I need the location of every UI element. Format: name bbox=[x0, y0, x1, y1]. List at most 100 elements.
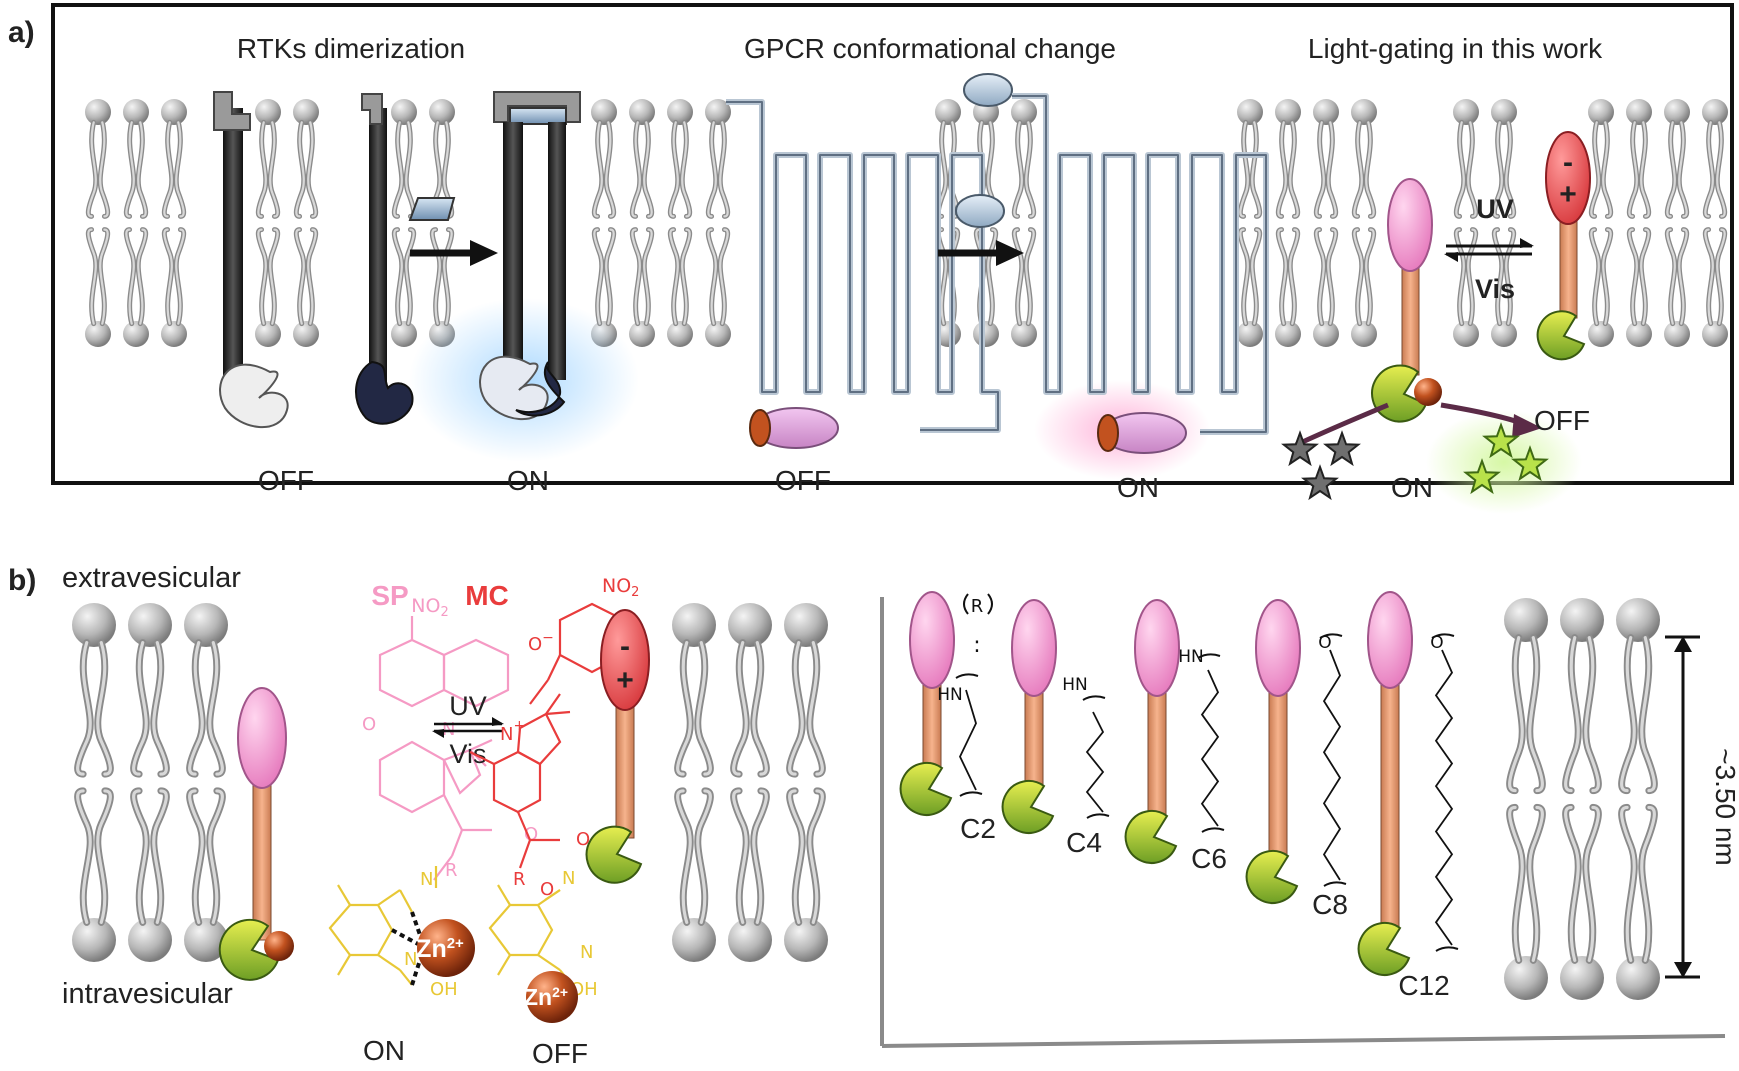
lipid-head bbox=[391, 99, 417, 125]
probe-catalyst bbox=[1245, 849, 1299, 904]
linker-chain bbox=[1085, 711, 1105, 813]
lipid-head bbox=[1504, 956, 1548, 1000]
lipid-head bbox=[973, 321, 999, 347]
mc-minus-a: - bbox=[1563, 146, 1573, 179]
mc-ligand-free bbox=[488, 884, 573, 986]
lipid-tail-highlight bbox=[1564, 636, 1580, 793]
lipid-head bbox=[1237, 99, 1263, 125]
lipid-head bbox=[784, 918, 828, 962]
lipid-head bbox=[1702, 321, 1728, 347]
linker-panel-axes bbox=[880, 597, 1726, 1048]
lipid-head bbox=[1275, 99, 1301, 125]
lipid-tail-highlight bbox=[99, 228, 109, 325]
lipid-head bbox=[1664, 321, 1690, 347]
lipid-tail-highlight bbox=[393, 228, 403, 325]
lipid-tail-highlight bbox=[152, 641, 168, 776]
lipid-tail-highlight bbox=[96, 789, 112, 924]
mc-off-label: OFF bbox=[532, 1038, 588, 1069]
lipid-head bbox=[255, 99, 281, 125]
bond-break-bottom bbox=[1435, 946, 1459, 952]
probe-catalyst bbox=[1001, 779, 1055, 834]
lipid-head bbox=[123, 99, 149, 125]
probe-rod bbox=[1268, 687, 1288, 859]
lipid-tail-highlight bbox=[257, 228, 267, 325]
lipid-tail-highlight bbox=[99, 121, 109, 218]
lipid-tail-highlight bbox=[137, 228, 147, 325]
lipid-tail-highlight bbox=[1365, 121, 1375, 218]
lipid-head bbox=[672, 918, 716, 962]
zn-ion-bound: Zn2+ bbox=[416, 919, 475, 977]
linker-C6-label: C6 bbox=[1191, 843, 1227, 874]
gpcr-on-label: ON bbox=[1117, 472, 1159, 503]
lipid-head bbox=[1504, 598, 1548, 642]
zn-ion-free: Zn2+ bbox=[524, 971, 578, 1023]
sp-carbonyl-O: O bbox=[524, 824, 538, 845]
membrane-thickness-label: ~3.50 nm bbox=[1710, 748, 1739, 866]
probe-catalyst bbox=[1124, 809, 1178, 864]
lipid-tail-highlight bbox=[1025, 121, 1035, 218]
lipid-tail-highlight bbox=[1493, 121, 1503, 218]
gpcr-ligand bbox=[955, 73, 1013, 228]
lipid-head bbox=[184, 918, 228, 962]
lipid-tail-highlight bbox=[87, 228, 97, 325]
probe-catalyst bbox=[1357, 921, 1411, 976]
lipid-tail-highlight bbox=[1289, 121, 1299, 218]
lipid-tail-highlight bbox=[1505, 121, 1515, 218]
lipid-head bbox=[667, 99, 693, 125]
membrane-thickness-marker bbox=[1665, 635, 1700, 979]
lipid-tail-highlight bbox=[269, 228, 279, 325]
lipid-head bbox=[935, 99, 961, 125]
lipid-tail-highlight bbox=[269, 121, 279, 218]
lipid-tail-highlight bbox=[707, 228, 717, 325]
lipid-head bbox=[161, 99, 187, 125]
lipid-tail-highlight bbox=[732, 641, 748, 776]
rtk-on-label: ON bbox=[507, 465, 549, 496]
substrate-stars bbox=[1281, 430, 1361, 501]
lipid-head bbox=[1491, 321, 1517, 347]
lipid-tail-highlight bbox=[1704, 228, 1714, 325]
lipid-tail-highlight bbox=[132, 789, 148, 924]
lipid-tail-highlight bbox=[1467, 121, 1477, 218]
light-gating-probe-on bbox=[1371, 178, 1442, 423]
gpcr-on-gprotein bbox=[1097, 412, 1187, 454]
lipid-head bbox=[72, 603, 116, 647]
lipid-head bbox=[728, 603, 772, 647]
lipid-tail-highlight bbox=[1327, 121, 1337, 218]
gpcr-off-receptor bbox=[726, 99, 1001, 433]
sp-nitro: NO2 bbox=[411, 595, 448, 620]
membrane-bilayer-b bbox=[72, 598, 1660, 1000]
lipid-tail-highlight bbox=[175, 228, 185, 325]
lipid-tail-highlight bbox=[1508, 636, 1524, 793]
zn-complex-OH: OH bbox=[430, 979, 458, 1000]
rtk-dimer bbox=[479, 91, 581, 420]
lipid-tail-highlight bbox=[669, 121, 679, 218]
lipid-head bbox=[1560, 598, 1604, 642]
lipid-tail-highlight bbox=[1584, 636, 1600, 793]
mc-plus-a: + bbox=[1559, 178, 1577, 211]
lipid-head bbox=[1453, 99, 1479, 125]
lipid-tail-highlight bbox=[808, 641, 824, 776]
title-gpcr: GPCR conformational change bbox=[744, 33, 1116, 64]
linker-C2-label: C2 bbox=[960, 813, 996, 844]
probe-head bbox=[909, 591, 955, 689]
mc-label: MC bbox=[465, 580, 509, 611]
substrate-star bbox=[1281, 430, 1319, 467]
gpcr-off-label: OFF bbox=[775, 465, 831, 496]
lipid-head bbox=[728, 918, 772, 962]
lipid-tail-highlight bbox=[1508, 805, 1524, 962]
linker-C8-label: C8 bbox=[1312, 889, 1348, 920]
lipid-tail-highlight bbox=[1628, 228, 1638, 325]
lipid-tail-highlight bbox=[307, 121, 317, 218]
lipid-tail-highlight bbox=[643, 228, 653, 325]
lipid-head bbox=[1702, 99, 1728, 125]
lipid-tail-highlight bbox=[696, 641, 712, 776]
lipid-head bbox=[184, 603, 228, 647]
lipid-tail-highlight bbox=[188, 789, 204, 924]
lipid-tail-highlight bbox=[76, 641, 92, 776]
lipid-tail-highlight bbox=[1704, 121, 1714, 218]
lipid-tail-highlight bbox=[137, 121, 147, 218]
lipid-tail-highlight bbox=[188, 641, 204, 776]
probe-mc: - + bbox=[585, 609, 650, 884]
light-off-label: OFF bbox=[1534, 405, 1590, 436]
